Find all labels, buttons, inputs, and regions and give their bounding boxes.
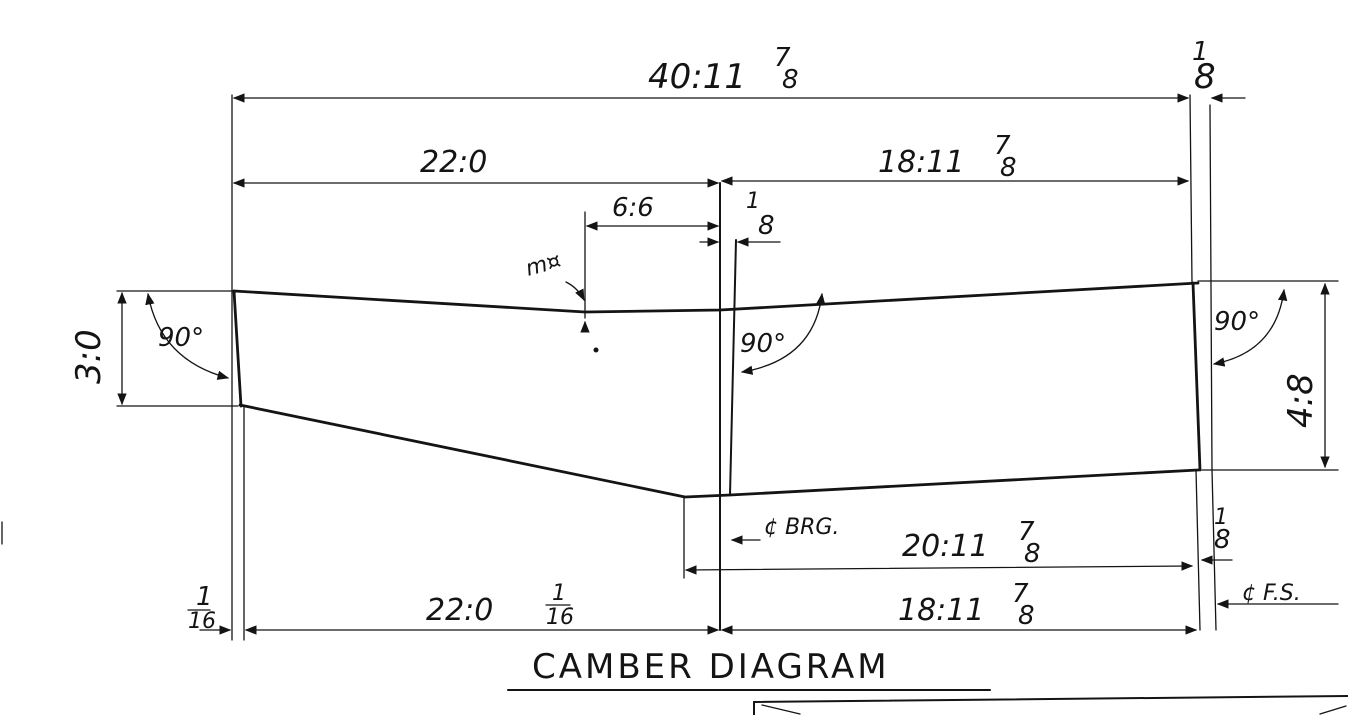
svg-text:16: 16 (546, 605, 574, 630)
dimension-lines (117, 93, 1339, 635)
svg-text:8: 8 (1000, 153, 1017, 183)
marker-label: m¤ (523, 248, 564, 281)
left-angle-label: 90° (158, 323, 204, 353)
inner-segment-label: 6:6 (612, 193, 654, 223)
left-height-label: 3:0 (69, 329, 109, 384)
inner-offset-label: 8 (758, 211, 775, 241)
extension-lines (116, 94, 1339, 641)
angle-arcs (145, 288, 1288, 380)
right-angle-arc (1212, 288, 1288, 367)
bottom-flange-line (238, 403, 1200, 499)
table-box-edge (753, 695, 1348, 715)
left-end-line (232, 289, 243, 408)
svg-text:8: 8 (1018, 601, 1035, 631)
girder-outline (232, 182, 1202, 631)
right-end-line (1191, 281, 1202, 472)
svg-text:8: 8 (1024, 539, 1041, 569)
svg-text:7: 7 (994, 131, 1011, 161)
overall-dim-label: 40:11 (648, 57, 746, 97)
bearing-offset-label: 8 (1214, 525, 1231, 555)
top-right-offset-label: 8 (1194, 57, 1216, 97)
left-angle-arc (145, 292, 230, 380)
top-flange-line (232, 281, 1200, 314)
bearing-span-label: 20:11 (902, 529, 988, 564)
svg-text:8: 8 (782, 65, 799, 95)
right-segment-label: 18:11 (878, 145, 964, 180)
dimension-labels: 40:11 7 8 1 8 22:0 18:11 7 8 6:6 1 8 m¤ … (69, 37, 1321, 634)
bottom-left-offset-label: 16 (188, 609, 216, 634)
svg-text:1: 1 (196, 582, 213, 612)
svg-text:1: 1 (746, 189, 760, 214)
svg-text:1: 1 (1214, 505, 1228, 530)
bearing-centerline-label: ¢ BRG. (764, 515, 839, 540)
right-angle-label: 90° (1214, 307, 1260, 337)
field-splice-label: ¢ F.S. (1242, 581, 1301, 606)
diagram-title: CAMBER DIAGRAM (532, 647, 890, 687)
svg-text:1: 1 (552, 581, 566, 606)
svg-text:7: 7 (1018, 517, 1035, 547)
bearing-span-dim-line (684, 561, 1194, 575)
bottom-left-label: 22:0 (426, 593, 493, 628)
svg-text:7: 7 (774, 43, 791, 73)
center-angle-label: 90° (740, 329, 786, 359)
right-height-label: 4:8 (1281, 373, 1321, 428)
svg-text:1: 1 (1192, 37, 1209, 67)
bottom-right-label: 18:11 (898, 593, 984, 628)
svg-text:7: 7 (1012, 579, 1029, 609)
left-segment-label: 22:0 (420, 145, 487, 180)
bearing-line-offset (729, 239, 737, 496)
center-angle-arc (740, 292, 826, 375)
